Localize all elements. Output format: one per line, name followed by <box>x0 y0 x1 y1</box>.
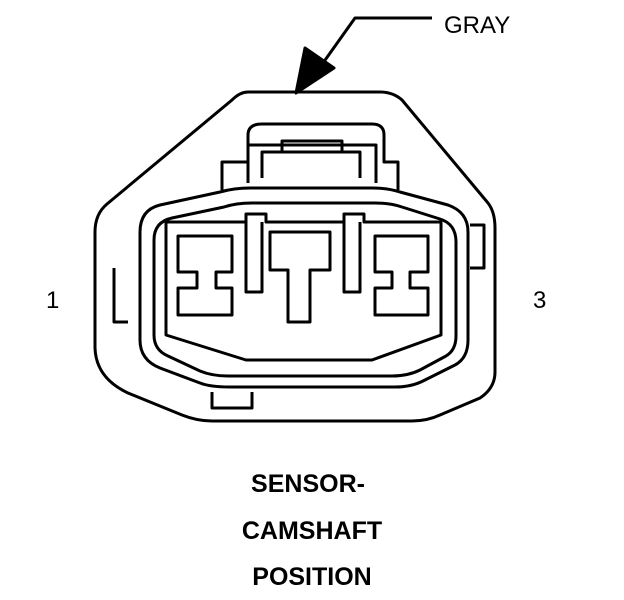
title-line-3: POSITION <box>252 563 372 591</box>
color-callout-leader <box>294 16 432 95</box>
pin-number-1-label: 1 <box>46 287 60 314</box>
pin-number-3-label: 3 <box>533 287 547 314</box>
inner-seal-frame <box>138 186 470 389</box>
title-line-1: SENSOR- <box>251 470 365 498</box>
wire-color-label: GRAY <box>444 12 511 39</box>
title-line-2: CAMSHAFT <box>241 517 383 545</box>
cavity-divider-right <box>342 222 362 294</box>
cavity-divider-left <box>244 222 264 294</box>
left-side-tab <box>112 268 128 324</box>
terminal-cavity <box>164 212 443 362</box>
terminal-pin-2 <box>268 230 332 324</box>
connector-outer-housing <box>93 90 497 423</box>
inner-cavity-frame <box>152 201 458 378</box>
terminal-pin-3 <box>373 234 430 317</box>
bottom-key <box>210 392 254 410</box>
right-side-tab <box>470 223 486 270</box>
terminal-pin-1 <box>176 234 234 317</box>
top-locking-latch <box>220 122 400 190</box>
